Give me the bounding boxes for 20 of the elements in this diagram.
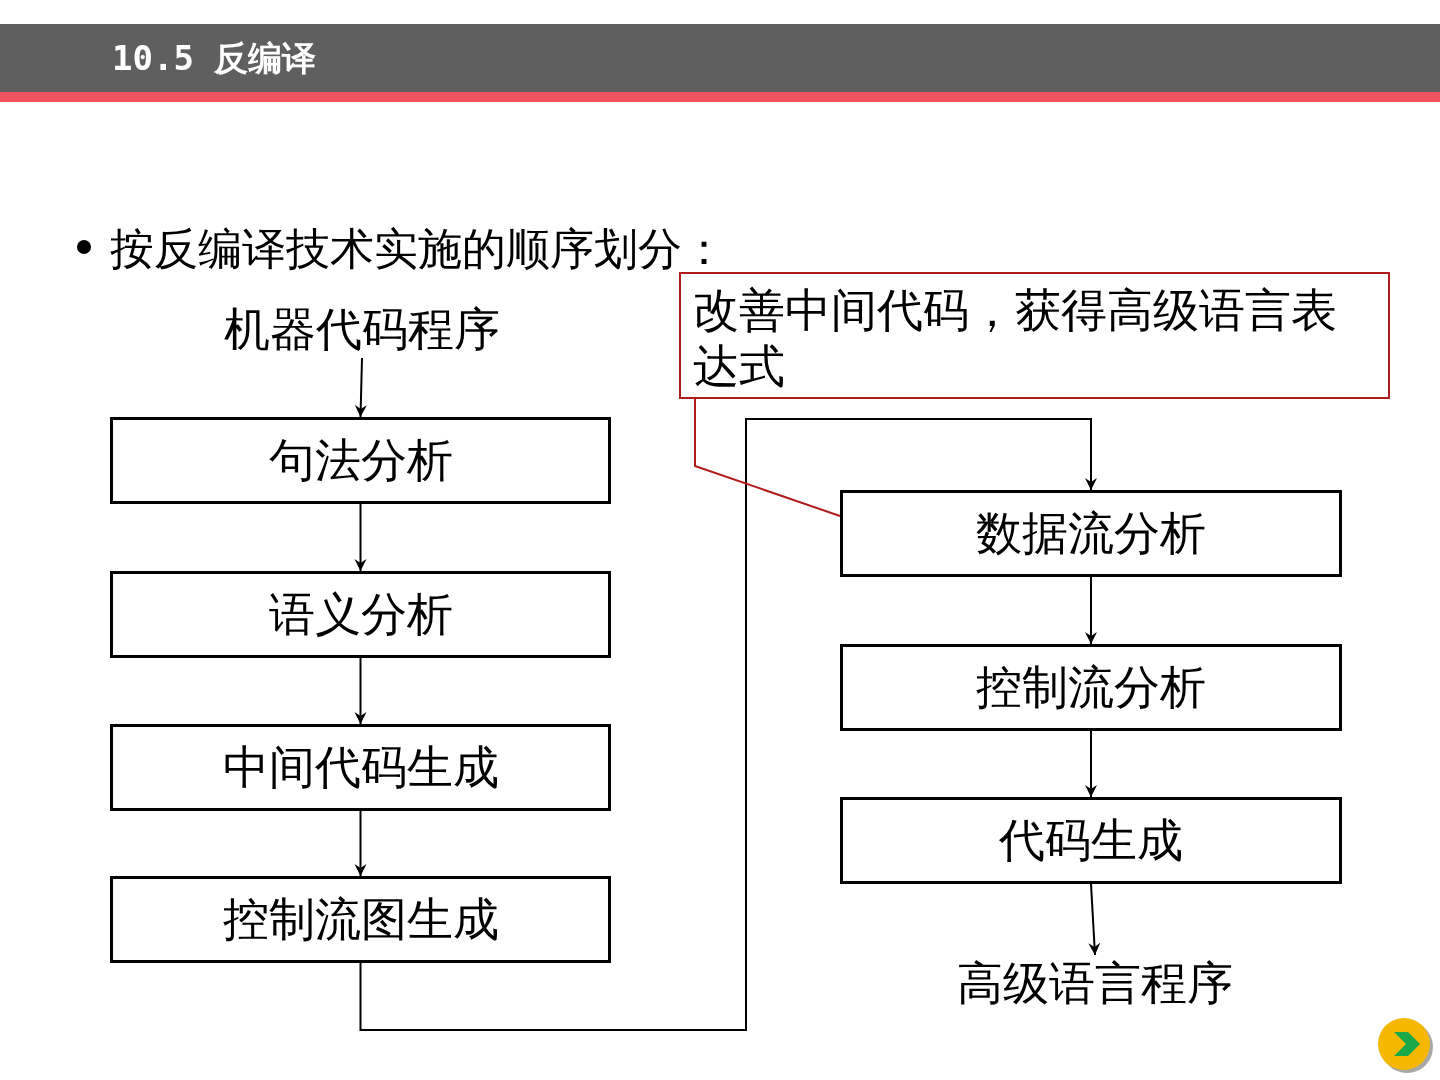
program-label: 高级语言程序 [945,955,1245,1013]
leader-line [694,398,841,517]
arrow [1085,576,1097,645]
process-box: 中间代码生成 [110,724,611,811]
arrow [354,657,367,725]
callout-box: 改善中间代码，获得高级语言表达式 [679,272,1390,399]
program-label: 机器代码程序 [212,302,512,358]
process-box: 控制流图生成 [110,876,611,963]
process-box: 控制流分析 [840,644,1342,731]
process-box: 句法分析 [110,417,611,504]
title: 10.5 反编译 [112,37,317,80]
arrow [354,810,367,877]
process-box: 代码生成 [840,797,1342,884]
arrow [359,418,1097,1031]
arrow [1085,730,1097,798]
process-box: 数据流分析 [840,490,1342,577]
process-box: 语义分析 [110,571,611,658]
arrow [1088,883,1101,956]
arrow [354,503,367,572]
arrow [354,357,367,418]
